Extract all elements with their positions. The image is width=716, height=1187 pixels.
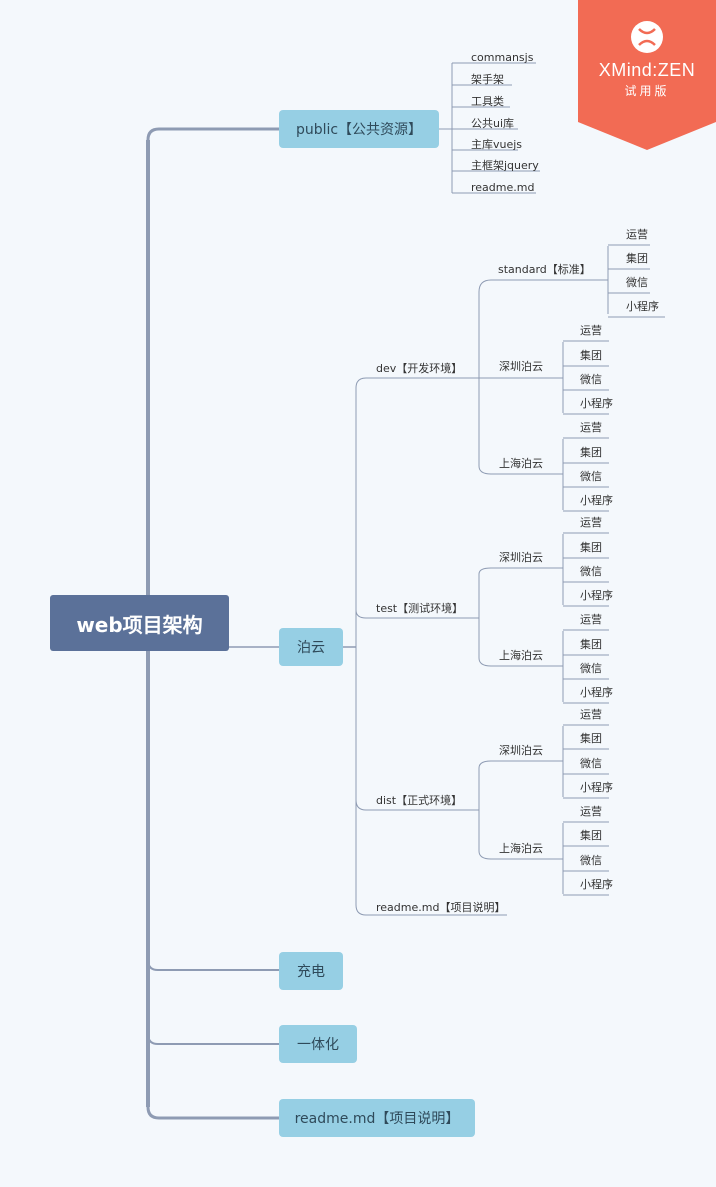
connector-line [478,279,595,293]
env-dist[interactable]: dist【正式环境】 [376,794,463,807]
public-item-3[interactable]: 公共ui库 [471,117,515,130]
branch-public[interactable]: public【公共资源】 [279,110,439,148]
test-shenzhen-leaf-1[interactable]: 集团 [580,541,602,554]
dev-shanghai-leaf-0[interactable]: 运营 [580,421,602,434]
watermark-brand: XMind:ZEN [598,60,696,80]
dist-shanghai-leaf-0[interactable]: 运营 [580,805,602,818]
dev-standard[interactable]: standard【标准】 [498,263,591,276]
env-dev[interactable]: dev【开发环境】 [376,362,463,375]
test-shenzhen-leaf-0[interactable]: 运营 [580,516,602,529]
branch-charging[interactable]: 充电 [279,952,343,990]
connector-line [355,377,466,389]
test-shanghai[interactable]: 上海泊云 [499,649,543,662]
connector-line [355,799,466,811]
test-shenzhen-leaf-2[interactable]: 微信 [580,565,602,578]
dist-shenzhen-leaf-2[interactable]: 微信 [580,757,602,770]
boyun-readme[interactable]: readme.md【项目说明】 [376,901,506,914]
dist-shenzhen-leaf-3[interactable]: 小程序 [580,781,613,794]
dist-shanghai[interactable]: 上海泊云 [499,842,543,855]
dist-shanghai-leaf-3[interactable]: 小程序 [580,878,613,891]
branch-readme[interactable]: readme.md【项目说明】 [279,1099,475,1137]
public-item-4[interactable]: 主库vuejs [471,138,523,151]
public-item-2[interactable]: 工具类 [471,95,504,108]
test-shenzhen[interactable]: 深圳泊云 [499,551,543,564]
dist-shenzhen-leaf-0[interactable]: 运营 [580,708,602,721]
dev-shanghai-leaf-1[interactable]: 集团 [580,446,602,459]
connector-line [355,609,466,619]
dev-standard-leaf-0[interactable]: 运营 [626,228,648,241]
test-shanghai-leaf-0[interactable]: 运营 [580,613,602,626]
connector-line [478,567,563,575]
public-item-1[interactable]: 架手架 [471,73,504,86]
branch-integration[interactable]: 一体化 [279,1025,357,1063]
dev-shenzhen-leaf-1[interactable]: 集团 [580,349,602,362]
env-test[interactable]: test【测试环境】 [376,602,464,615]
public-item-5[interactable]: 主框架jquery [471,159,539,172]
dist-shanghai-leaf-1[interactable]: 集团 [580,829,602,842]
connector-line [146,127,279,141]
connector-line [478,850,563,860]
connector-line [146,1106,279,1120]
dist-shenzhen-leaf-1[interactable]: 集团 [580,732,602,745]
dev-shanghai-leaf-3[interactable]: 小程序 [580,494,613,507]
connector-line [478,760,563,769]
test-shanghai-leaf-1[interactable]: 集团 [580,638,602,651]
root-topic[interactable]: web项目架构 [50,595,229,651]
dev-shanghai-leaf-2[interactable]: 微信 [580,470,602,483]
connector-line [478,465,563,475]
public-item-6[interactable]: readme.md [471,181,535,194]
dev-standard-leaf-2[interactable]: 微信 [626,276,648,289]
test-shanghai-leaf-2[interactable]: 微信 [580,662,602,675]
dev-shenzhen-leaf-2[interactable]: 微信 [580,373,602,386]
connector-line [355,904,507,916]
test-shenzhen-leaf-3[interactable]: 小程序 [580,589,613,602]
connector-line [147,959,279,971]
dev-shanghai[interactable]: 上海泊云 [499,457,543,470]
xmind-trial-badge [578,0,716,150]
watermark-edition: 试用版 [624,84,670,98]
dev-shenzhen-leaf-0[interactable]: 运营 [580,324,602,337]
connector-line [147,1033,279,1045]
dev-standard-leaf-3[interactable]: 小程序 [626,300,659,313]
dev-shenzhen-leaf-3[interactable]: 小程序 [580,397,613,410]
test-shanghai-leaf-3[interactable]: 小程序 [580,686,613,699]
dev-standard-leaf-1[interactable]: 集团 [626,252,648,265]
connector-line [478,657,563,667]
dist-shanghai-leaf-2[interactable]: 微信 [580,854,602,867]
branch-boyun[interactable]: 泊云 [279,628,343,666]
x-logo-icon [631,21,663,53]
dist-shenzhen[interactable]: 深圳泊云 [499,744,543,757]
dev-shenzhen[interactable]: 深圳泊云 [499,360,543,373]
public-item-0[interactable]: commansjs [471,51,534,64]
